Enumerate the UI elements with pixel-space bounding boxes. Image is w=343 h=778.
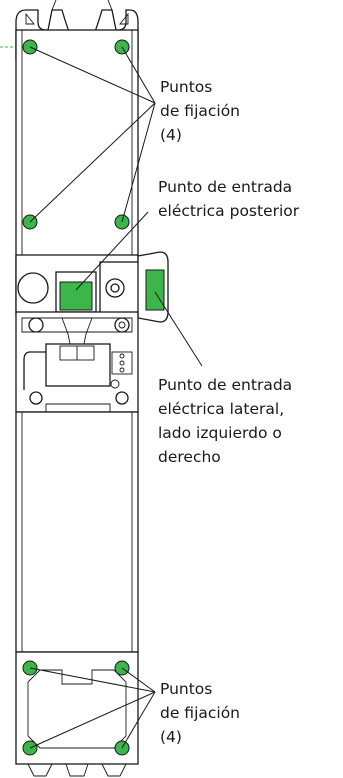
leader-bottom-2 [121, 667, 156, 693]
callout-side-entry-line3: lado izquierdo o [158, 424, 282, 442]
callout-mounting-top-line3: (4) [160, 126, 182, 144]
callout-mounting-top: Puntos de fijación (4) [160, 78, 240, 144]
mechanism-section [15, 311, 139, 413]
leader-rear-entry [75, 211, 149, 291]
leader-bottom-3 [29, 691, 156, 749]
screw-bottom-left [29, 391, 43, 405]
leader-lines [29, 46, 203, 749]
terminal-strip [111, 351, 133, 375]
callout-mounting-bottom: Puntos de fijación (4) [160, 680, 240, 746]
leader-top-1 [29, 46, 156, 104]
round-knob [17, 272, 49, 304]
terminal-3 [119, 367, 125, 373]
side-connector-ring-inner [110, 283, 120, 293]
callout-mounting-bottom-line1: Puntos [160, 680, 212, 698]
contact-block [45, 343, 111, 387]
leader-top-3 [29, 102, 156, 223]
callout-side-entry-line2: eléctrica lateral, [158, 400, 284, 418]
leader-side-entry [154, 291, 203, 367]
leader-top-2 [121, 46, 156, 104]
callout-rear-entry-line1: Punto de entrada [158, 178, 292, 196]
mechanism-top-bar [21, 317, 133, 333]
terminal-1 [119, 353, 125, 359]
connector-section [15, 251, 169, 323]
callout-side-entry-line1: Punto de entrada [158, 376, 292, 394]
callout-rear-entry-line2: eléctrica posterior [158, 202, 300, 220]
terminal-2 [119, 360, 125, 366]
leader-top-4 [121, 102, 156, 223]
head-corner-left [25, 12, 35, 25]
head-corner-right [119, 12, 129, 25]
base-inner-outline [27, 669, 127, 749]
switch-body-column [15, 411, 139, 653]
callout-mounting-bottom-line3: (4) [160, 728, 182, 746]
callout-side-entry: Punto de entrada eléctrica lateral, lado… [158, 376, 292, 466]
screw-right [114, 317, 130, 333]
rear-entry-port [59, 281, 93, 311]
callout-rear-entry: Punto de entrada eléctrica posterior [158, 178, 300, 220]
side-entry-port [145, 269, 165, 311]
callout-mounting-top-line2: de fijación [160, 102, 240, 120]
wire-loop [23, 351, 46, 390]
screw-left [28, 317, 44, 333]
screw-mid-right [110, 379, 120, 389]
screw-bottom-right [115, 391, 129, 405]
side-connector-ring [105, 278, 125, 298]
callout-side-entry-line4: derecho [158, 448, 221, 466]
base-bottom-notches [16, 763, 138, 777]
head-notch-inner [51, 0, 113, 11]
callout-mounting-bottom-line2: de fijación [160, 704, 240, 722]
leader-bottom-4 [121, 691, 156, 749]
callout-mounting-top-line1: Puntos [160, 78, 212, 96]
leader-bottom-1 [29, 667, 156, 693]
screw-right-inner [118, 321, 126, 329]
